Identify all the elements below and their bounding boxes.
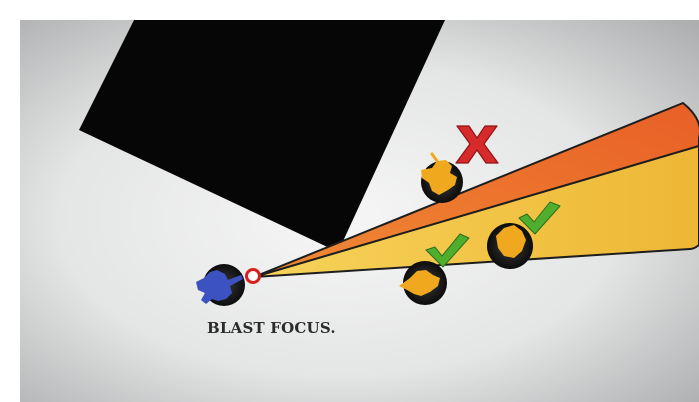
- diagram-caption: BLAST FOCUS.: [207, 319, 336, 337]
- enemy-mini-valid-2: [487, 223, 533, 269]
- target-ring-icon: [247, 270, 260, 283]
- game-board: [20, 20, 699, 402]
- blast-focus-diagram: [20, 20, 699, 402]
